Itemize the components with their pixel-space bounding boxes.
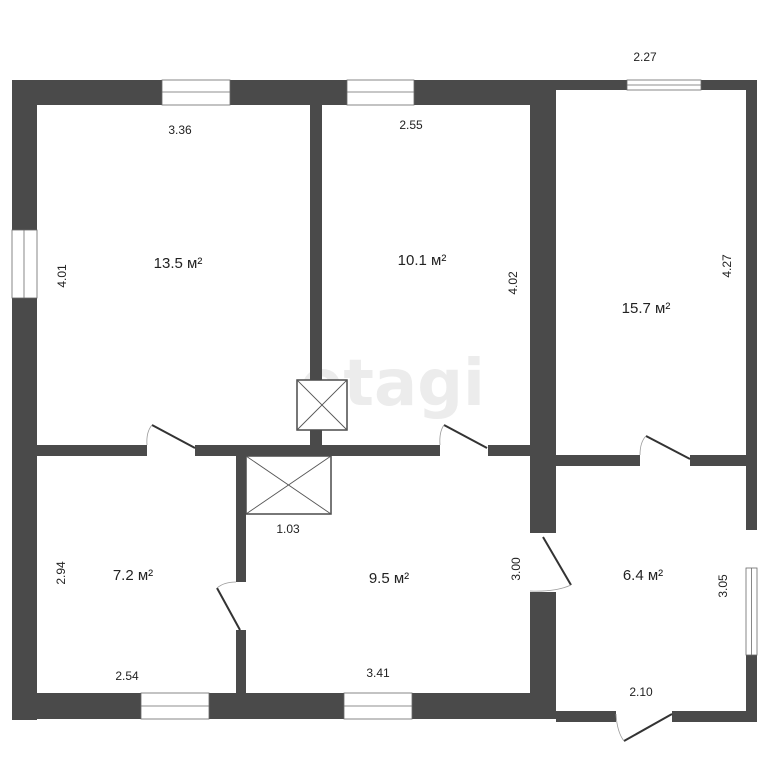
room-width: 2.27	[633, 50, 657, 64]
window-top-right	[626, 79, 702, 91]
room-height: 4.27	[720, 254, 734, 278]
room-area: 6.4 м²	[623, 567, 663, 584]
wall-mid-horizontal-2	[195, 445, 440, 456]
room-area: 9.5 м²	[369, 570, 409, 587]
wall-mid-horizontal-1	[37, 445, 147, 456]
wall-central-vertical-bottom	[530, 592, 556, 719]
ventilation-shaft-bottom	[245, 455, 332, 515]
door-entrance	[615, 711, 673, 742]
room-area: 15.7 м²	[622, 300, 671, 317]
room-height: 3.00	[509, 557, 523, 581]
wall-outer-right-2	[746, 278, 757, 530]
room-area: 10.1 м²	[398, 252, 447, 269]
windows	[11, 79, 758, 720]
shaft-width: 1.03	[276, 522, 300, 536]
door-top-left-room	[146, 424, 196, 456]
wall-outer-top	[12, 80, 532, 105]
ventilation-shaft-top	[296, 379, 348, 431]
window-top-left	[161, 79, 231, 106]
window-bottom-left	[140, 692, 210, 720]
room-top-middle: 10.1 м² 2.55 4.02	[398, 118, 520, 295]
room-width: 3.41	[366, 666, 390, 680]
door-top-middle-room	[439, 424, 488, 456]
room-height: 2.94	[54, 561, 68, 585]
wall-right-divider	[556, 455, 640, 466]
room-height: 3.05	[716, 574, 730, 598]
window-right	[745, 567, 758, 656]
wall-right-divider-2	[690, 455, 747, 466]
window-left	[11, 229, 38, 299]
wall-central-vertical-top	[530, 80, 556, 533]
walls	[12, 80, 757, 722]
door-top-right-room	[639, 435, 691, 466]
wall-outer-right-3	[746, 655, 757, 722]
wall-top-divider	[310, 100, 322, 445]
room-bottom-middle: 9.5 м² 3.41 1.03 3.00	[276, 522, 523, 680]
wall-outer-right	[746, 80, 757, 278]
room-width: 2.10	[629, 685, 653, 699]
door-bottom-left-room	[216, 581, 246, 631]
room-height: 4.01	[55, 264, 69, 288]
room-bottom-left: 7.2 м² 2.54 2.94	[54, 561, 153, 683]
room-top-left: 13.5 м² 3.36 4.01	[55, 123, 202, 288]
room-width: 3.36	[168, 123, 192, 137]
room-width: 2.55	[399, 118, 423, 132]
room-bottom-right: 6.4 м² 2.10 3.05	[623, 567, 730, 699]
room-width: 2.54	[115, 669, 139, 683]
room-area: 7.2 м²	[113, 567, 153, 584]
room-height: 4.02	[506, 271, 520, 295]
wall-mid-horizontal-3	[488, 445, 530, 456]
wall-outer-left	[12, 80, 37, 720]
door-hall-to-right	[529, 533, 572, 592]
wall-bottom-divider-top	[236, 456, 246, 582]
wall-bottom-divider-bottom	[236, 630, 246, 695]
wall-outer-bottom	[12, 693, 532, 719]
room-top-right: 15.7 м² 2.27 4.27	[622, 50, 734, 317]
window-bottom-middle	[343, 692, 413, 720]
window-top-middle	[346, 79, 415, 106]
room-area: 13.5 м²	[154, 255, 203, 272]
doors	[146, 424, 691, 742]
